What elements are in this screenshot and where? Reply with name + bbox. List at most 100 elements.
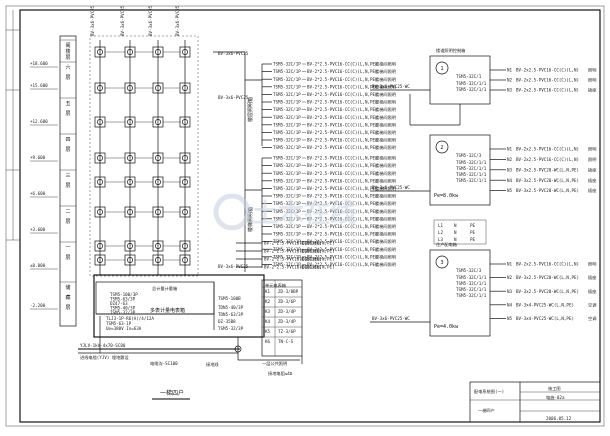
- branch-note: 楼梯间照明: [375, 223, 396, 230]
- branch-note: 楼梯间照明: [375, 114, 396, 121]
- branch-breaker: TSM5-32C/1P: [273, 156, 301, 161]
- branch-cable: BV-2*2.5-PVC16-CC(C)(L,N,PE): [307, 69, 378, 74]
- title-block-project: 配电系统图(一): [474, 388, 504, 395]
- panel-feed-label: BV-3x6-PVC25-WC: [372, 316, 410, 321]
- floor-label-char: 三: [65, 173, 70, 179]
- elevation-label: +15.600: [30, 83, 48, 88]
- meter-symbol: [127, 257, 133, 263]
- branch-breaker: TSM5-32C/1P: [273, 194, 301, 199]
- floor-label: 储藏层: [65, 284, 70, 311]
- branch-cable: BV-2*2.5-PVC16-CC(C)(L,N,PE): [307, 92, 378, 97]
- panel-out-cable: BV-3x4-PVC25-WC(L,N,PE): [516, 302, 574, 307]
- panel-title: 楼道照明控制箱: [436, 47, 465, 54]
- floor-label: 三层: [65, 173, 70, 189]
- panel-sub-breaker: TSM5-32C/1/1: [456, 172, 487, 177]
- phase-table-cell: N: [454, 237, 457, 242]
- incoming-line-3: 电缆沟-SC100: [150, 360, 178, 367]
- branch-breaker: TSM5-32C/1P: [273, 145, 301, 150]
- branch-note: 楼梯间照明: [375, 185, 396, 192]
- branch-note: 楼梯间照明: [375, 137, 396, 144]
- elevation-label: ±0.000: [30, 263, 46, 268]
- meter-symbol: [182, 209, 188, 215]
- floor-label-char: 层: [65, 255, 70, 261]
- branch-cable: BV-2*2.5-PVC16-CC(C)(L,N,PE): [307, 107, 378, 112]
- branch-note: 楼梯间照明: [375, 170, 396, 177]
- panel-out-cable: BV-3x4-PVC25-WC(L,N,PE): [516, 316, 574, 321]
- floor-label-char: 层: [65, 183, 70, 189]
- main-box-right-row: DZ-35B8: [218, 319, 236, 324]
- branch-cable: BV-2*2.5-PVC16-CC(C)(L,N,PE): [307, 201, 378, 206]
- panel-out-id: N2: [507, 275, 513, 280]
- panel-out-cable: BV-2x2.5-PVC16-CC(C)(L,N): [516, 147, 579, 152]
- branch-cable: BV-2*2.5-PVC16-CC(C)(L,N,PE): [307, 130, 378, 135]
- branch-breaker: TSM5-32C/1P: [273, 77, 301, 82]
- main-box-right-row: TSM5-32/3P: [218, 326, 244, 331]
- panel-out-use: 照明: [588, 262, 596, 268]
- phase-table-cell: L2: [438, 230, 444, 235]
- panel-out-cable: BV-3x2.5-PVC20-WC(L,N,PE): [516, 167, 579, 172]
- branch-breaker: TSM5-32C/1P: [273, 201, 301, 206]
- panel-out-id: N4: [507, 178, 513, 183]
- elevation-label: +9.600: [30, 155, 46, 160]
- floor-label-char: 六: [65, 64, 70, 71]
- panel-out-id: N5: [507, 316, 513, 321]
- main-box-row: DZ47-63: [110, 301, 128, 306]
- main-box-row: TSM5-32/3P: [110, 310, 136, 315]
- feeder-row-value: ZD-3/8BP: [278, 289, 299, 294]
- phase-table-cell: L3: [438, 237, 444, 242]
- branch-note: 楼梯间照明: [375, 246, 396, 253]
- main-box-title: 总计量计量箱: [152, 285, 177, 292]
- floor-label-char: 楼: [65, 48, 70, 55]
- main-box-subtitle: 多表计量电表箱: [150, 307, 185, 314]
- panel-out-cable: BV-3x2.5-PVC20-WC(L,N,PE): [516, 188, 579, 193]
- branch-breaker: TSM5-32C/1P: [273, 62, 301, 67]
- meter-symbol: [182, 85, 188, 91]
- meter-symbol: [155, 49, 161, 55]
- meter-box: [179, 240, 191, 252]
- panel-out-cable: BV-2x2.5-PVC16-CC(C)(L,N): [516, 88, 579, 93]
- branch-note: 楼梯间照明: [375, 121, 396, 128]
- panel-out-id: N4: [507, 302, 513, 307]
- branch-note: 楼梯间照明: [375, 208, 396, 215]
- panel-sub-breaker: TSM5-32C/1/1: [456, 275, 487, 280]
- panel-out-use: 照明: [588, 157, 596, 163]
- branch-note: 楼梯间照明: [375, 238, 396, 245]
- floor-label-char: 五: [65, 101, 70, 107]
- branch-note: 楼梯间照明: [375, 129, 396, 136]
- main-box-right-row: TDN5-40/3P: [218, 305, 244, 310]
- elevation-label: +12.600: [30, 119, 48, 124]
- floor-label-char: 一: [65, 245, 70, 251]
- panel-out-cable: BV-2x2.5-PVC16-CC(C)(L,N): [516, 78, 579, 83]
- panel-sub-breaker: TSM5-32C/1/1: [456, 281, 487, 286]
- meter-symbol: [155, 209, 161, 215]
- meter-symbol: [155, 179, 161, 185]
- panel-meter-icon: [435, 255, 449, 269]
- branch-breaker: TSM5-32C/1P: [273, 69, 301, 74]
- panel-out-cable: BV-3x2.5-PVC20-WC(L,N,PE): [516, 178, 579, 183]
- branch-note: 楼梯间照明: [375, 144, 396, 151]
- panel-breaker: TSM5-32C/1: [456, 74, 482, 79]
- incoming-line-2: 进线电缆(YJV) 埋地敷设: [80, 354, 129, 361]
- branch-note: 楼梯间照明: [375, 68, 396, 75]
- panel-meter-label: 1: [440, 66, 443, 72]
- feeder-row-value: ZD-3/4P: [278, 319, 296, 324]
- panel-out-use: 插座: [588, 274, 596, 281]
- elevation-label: +6.600: [30, 191, 46, 196]
- meter-box: [179, 152, 191, 164]
- floor-label-char: 层: [65, 219, 70, 225]
- feeder-row-key: K1: [265, 289, 271, 294]
- branch-breaker: TSM5-32C/1P: [273, 100, 301, 105]
- branch-note: 楼梯间照明: [375, 261, 396, 268]
- feeder-row-value: TZ-3/6P: [278, 329, 296, 334]
- riser-label-bottom: BV-3x6-PVC25: [218, 264, 249, 269]
- feeder-row-key: K2: [265, 299, 271, 304]
- title-block-sub: 一梯四户: [478, 407, 495, 414]
- panel-meter-icon: [435, 140, 449, 154]
- stair-branch-note: 楼梯间照明: [300, 248, 321, 255]
- panel-meter-label: 3: [440, 260, 443, 266]
- meter-symbol: [127, 209, 133, 215]
- branch-cable: BV-2*2.5-PVC16-CC(C)(L,N,PE): [307, 122, 378, 127]
- meter-symbol: [97, 179, 103, 185]
